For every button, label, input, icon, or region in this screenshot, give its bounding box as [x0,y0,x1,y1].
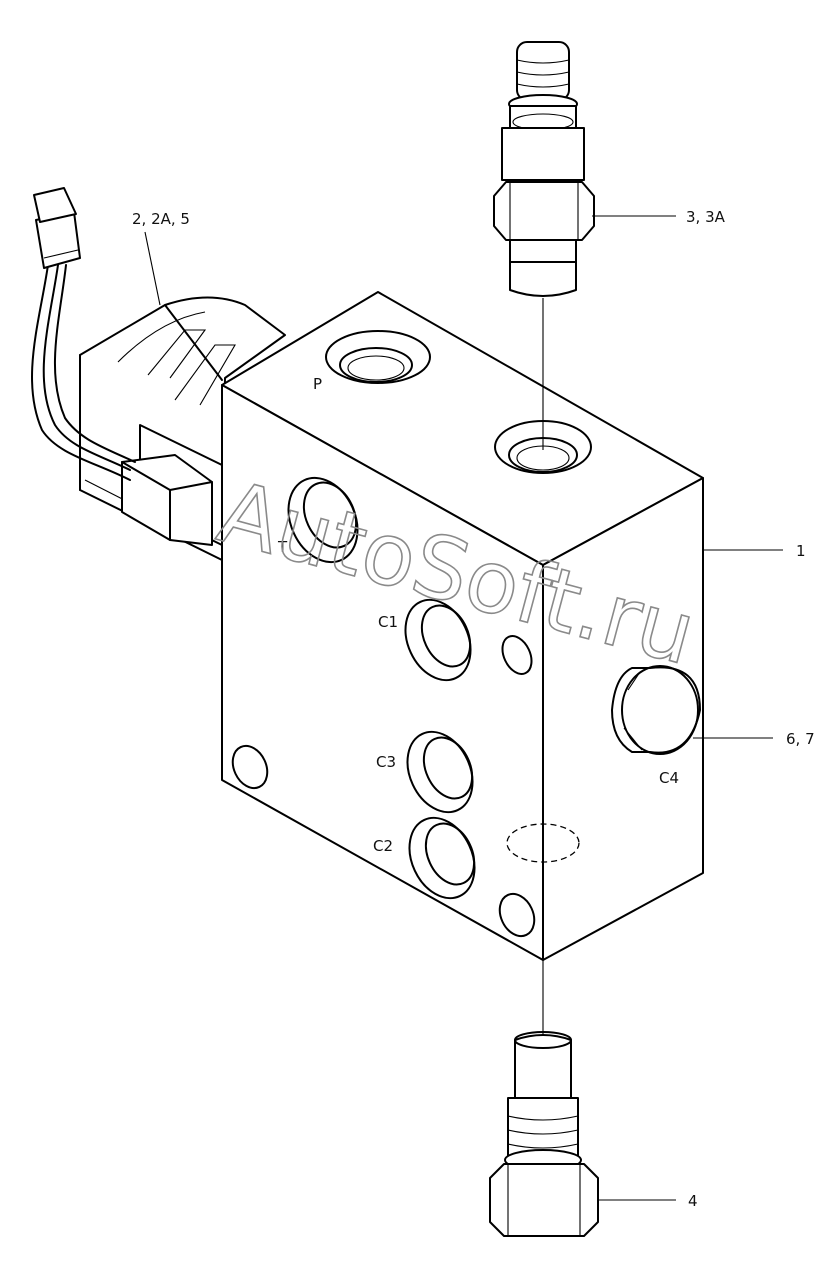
port-p [325,330,431,384]
callout-top-cartridge: 3, 3A [686,208,726,226]
callout-solenoid: 2, 2A, 5 [132,210,190,228]
mounting-holes [231,744,536,938]
callout-plug: 6, 7 [786,730,815,748]
port-label-t: T [277,538,288,556]
port-c1-small [501,635,533,675]
solenoid-wire-lead [31,187,136,481]
port-label-p: P [313,375,322,393]
port-c3 [406,730,474,814]
leader-lines [144,215,783,1201]
top-cartridge [493,41,595,297]
port-label-c2: C2 [373,837,393,855]
port-c1 [404,598,472,682]
coil-connector [121,424,223,546]
callout-bottom-cartridge: 4 [688,1192,698,1210]
port-t [287,476,359,564]
hidden-bottom-port [506,823,580,863]
port-label-c3: C3 [376,753,396,771]
port-c2 [408,816,476,900]
callout-valve-body: 1 [796,542,806,560]
port-label-c4: C4 [659,769,679,787]
port-label-c1: C1 [378,613,398,631]
plug-c4 [611,665,701,755]
bottom-cartridge [489,1031,599,1237]
